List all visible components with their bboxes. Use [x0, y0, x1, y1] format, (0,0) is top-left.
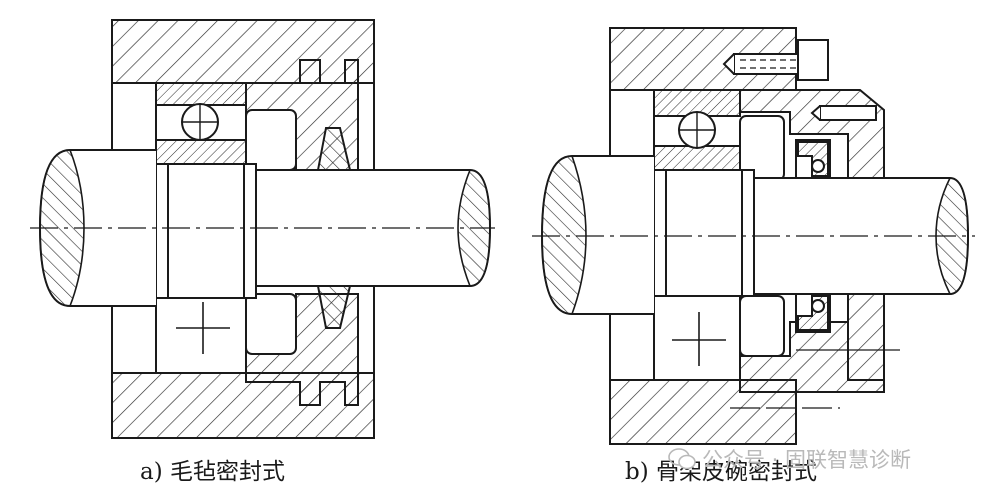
diagram-felt-seal — [30, 19, 495, 439]
housing-top — [111, 19, 375, 84]
bearing-outer-race-upper — [155, 82, 247, 106]
end-cover-lower-b — [739, 321, 885, 393]
watermark-text: 公众号 · 固联智慧诊断 — [702, 448, 912, 472]
lip-seal-upper — [795, 139, 831, 179]
housing-bottom — [111, 372, 375, 439]
caption-felt-seal: a) 毛毡密封式 — [140, 459, 285, 485]
felt-ring-upper — [316, 127, 352, 171]
bearing-inner-race-upper — [155, 139, 247, 165]
bolt-lower — [810, 105, 877, 121]
caption-lip-seal: b) 骨架皮碗密封式 — [625, 459, 818, 485]
felt-ring-lower — [316, 285, 352, 329]
bearing-lower-b — [653, 295, 741, 381]
shaft-shoulder — [155, 163, 257, 299]
diagram-lip-seal — [532, 27, 975, 445]
wechat-logo-icon — [668, 448, 696, 470]
watermark: 公众号 · 固联智慧诊断 — [668, 444, 911, 474]
bolt-upper — [722, 39, 829, 81]
lip-seal-lower — [795, 293, 831, 333]
bearing-lower — [155, 297, 247, 374]
